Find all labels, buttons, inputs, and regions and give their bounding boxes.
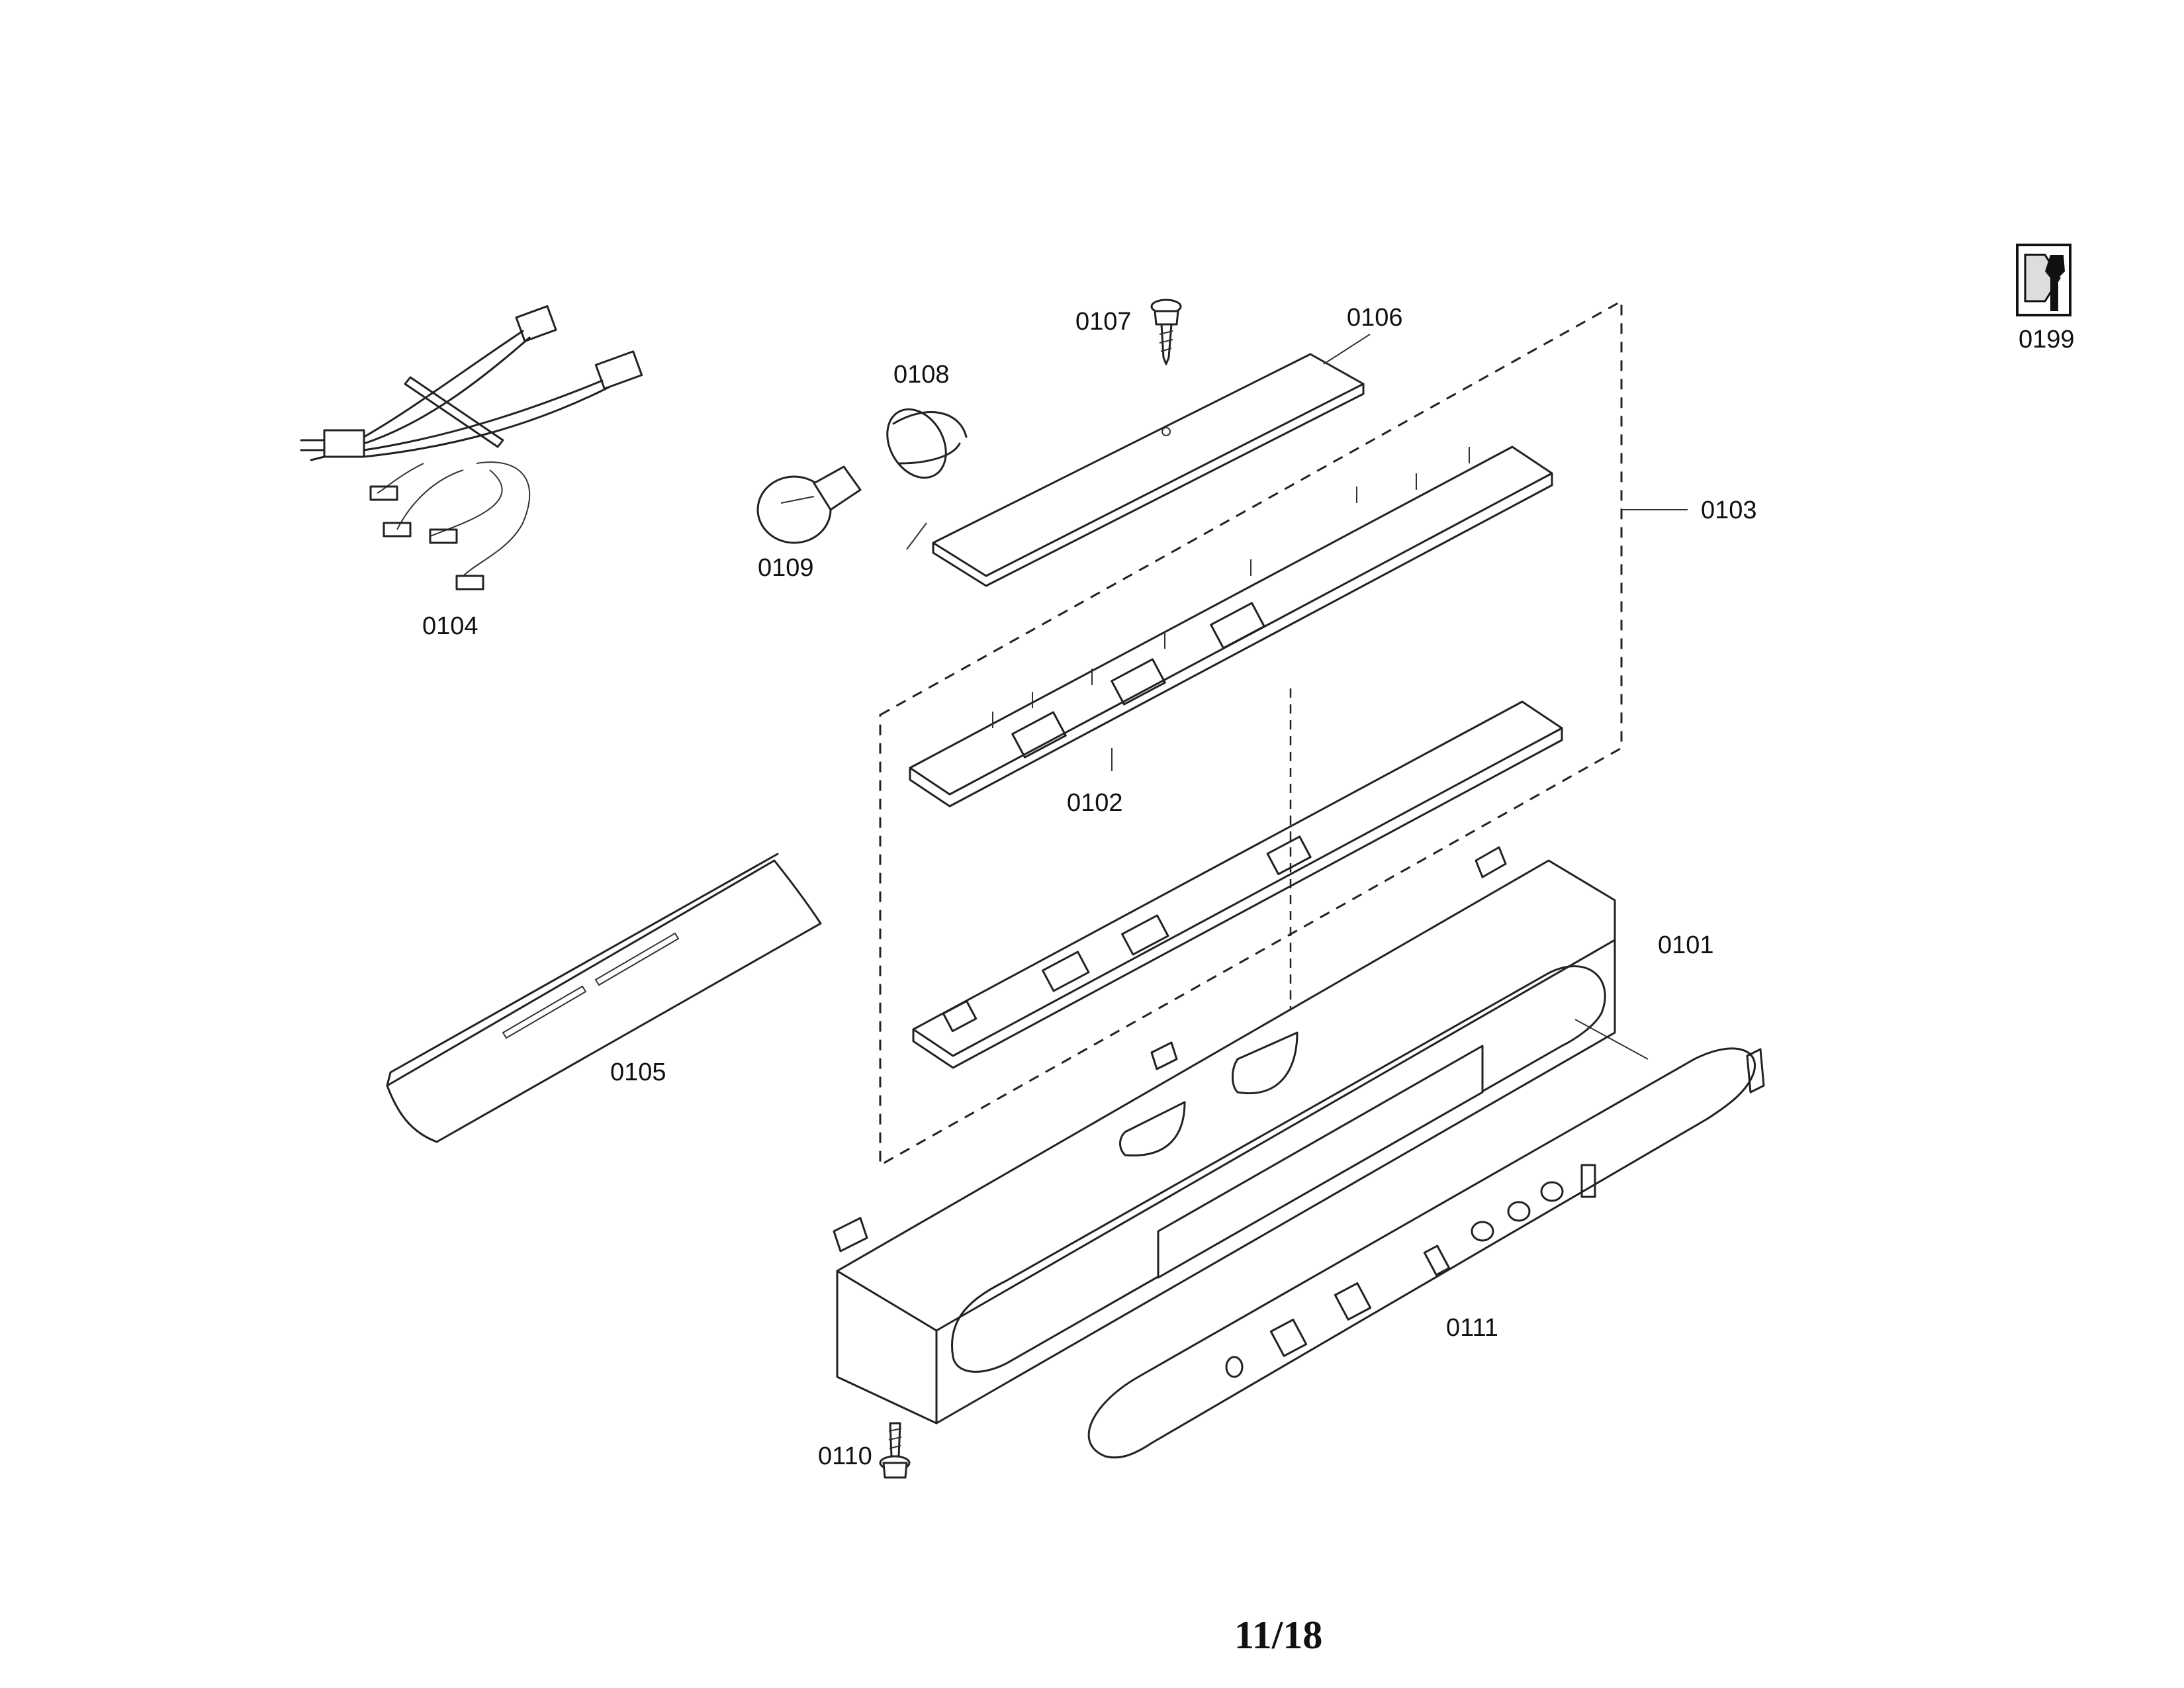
part-label-0106: 0106 — [1347, 304, 1403, 332]
wire-harness-0104 — [300, 305, 643, 590]
part-label-0101: 0101 — [1658, 931, 1714, 959]
lamp-socket-0108 — [886, 408, 968, 479]
part-label-0102: 0102 — [1067, 789, 1123, 817]
cover-plate-0106 — [932, 353, 1365, 587]
page-number: 11/18 — [1234, 1613, 1322, 1657]
control-board-0102 — [909, 445, 1553, 808]
part-label-0103: 0103 — [1701, 496, 1757, 524]
part-label-0109: 0109 — [758, 554, 814, 582]
housing-0101 — [833, 846, 1616, 1425]
front-panel-0111 — [1087, 1047, 1765, 1459]
part-label-0105: 0105 — [610, 1058, 666, 1086]
part-label-0110: 0110 — [818, 1442, 872, 1470]
pcb-board — [912, 688, 1563, 1069]
assembly-boundary-0103 — [879, 299, 1623, 1167]
screw-wrench-icon — [2016, 244, 2071, 316]
part-label-0111: 0111 — [1446, 1314, 1498, 1342]
part-label-0199: 0199 — [2019, 326, 2075, 353]
leader-lines — [906, 334, 1688, 1060]
part-label-0104: 0104 — [422, 612, 478, 640]
screw-0107 — [1150, 299, 1182, 365]
part-label-0108: 0108 — [893, 361, 950, 389]
part-label-0107: 0107 — [1075, 308, 1132, 336]
trim-channel-0105 — [386, 853, 822, 1143]
light-bulb-0109 — [756, 465, 862, 544]
screw-0110 — [879, 1422, 911, 1479]
